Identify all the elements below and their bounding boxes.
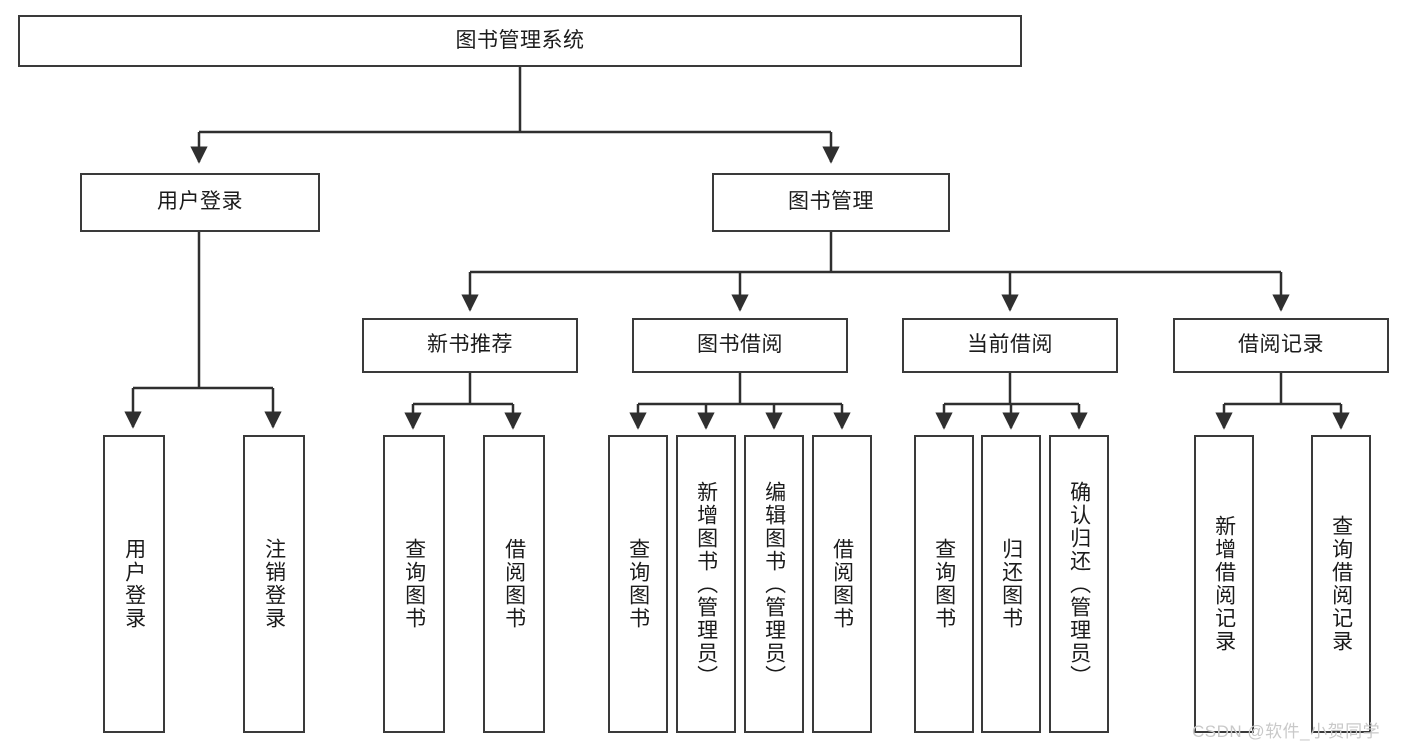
node-book-borrow[interactable]: 图书借阅 [632, 318, 848, 373]
node-leaf-user-login[interactable]: 用户登录 [103, 435, 165, 733]
node-label: 查询图书 [626, 538, 650, 630]
node-label: 借阅图书 [830, 538, 854, 630]
node-label: 图书管理系统 [455, 28, 585, 52]
node-leaf-query-book-2[interactable]: 查询图书 [608, 435, 668, 733]
node-new-book-recommend[interactable]: 新书推荐 [362, 318, 578, 373]
watermark-text: CSDN @软件_小贺同学 [1192, 722, 1381, 741]
node-book-management[interactable]: 图书管理 [712, 173, 950, 232]
node-label: 新增图书（管理员） [694, 480, 718, 688]
node-label: 借阅记录 [1238, 333, 1324, 357]
node-leaf-edit-book[interactable]: 编辑图书（管理员） [744, 435, 804, 733]
node-user-login[interactable]: 用户登录 [80, 173, 320, 232]
node-label: 新增借阅记录 [1212, 515, 1236, 653]
node-leaf-add-record[interactable]: 新增借阅记录 [1194, 435, 1254, 733]
node-leaf-query-book-3[interactable]: 查询图书 [914, 435, 974, 733]
node-label: 借阅图书 [502, 538, 526, 630]
node-leaf-borrow-book-1[interactable]: 借阅图书 [483, 435, 545, 733]
node-label: 用户登录 [122, 538, 146, 630]
node-label: 查询图书 [932, 538, 956, 630]
node-leaf-logout-login[interactable]: 注销登录 [243, 435, 305, 733]
node-label: 归还图书 [999, 538, 1023, 630]
node-borrow-record[interactable]: 借阅记录 [1173, 318, 1389, 373]
node-leaf-confirm-return[interactable]: 确认归还（管理员） [1049, 435, 1109, 733]
node-label: 新书推荐 [427, 333, 513, 357]
node-label: 编辑图书（管理员） [762, 480, 786, 688]
node-leaf-return-book[interactable]: 归还图书 [981, 435, 1041, 733]
node-label: 图书借阅 [697, 333, 783, 357]
node-leaf-borrow-book-2[interactable]: 借阅图书 [812, 435, 872, 733]
node-leaf-query-record[interactable]: 查询借阅记录 [1311, 435, 1371, 733]
node-label: 查询借阅记录 [1329, 515, 1353, 653]
node-leaf-query-book-1[interactable]: 查询图书 [383, 435, 445, 733]
node-label: 查询图书 [402, 538, 426, 630]
node-label: 注销登录 [262, 538, 286, 630]
node-label: 用户登录 [157, 190, 243, 214]
node-label: 图书管理 [788, 190, 874, 214]
node-book-management-system[interactable]: 图书管理系统 [18, 15, 1022, 67]
node-current-borrow[interactable]: 当前借阅 [902, 318, 1118, 373]
node-label: 当前借阅 [967, 333, 1053, 357]
node-label: 确认归还（管理员） [1067, 480, 1091, 688]
node-leaf-add-book[interactable]: 新增图书（管理员） [676, 435, 736, 733]
